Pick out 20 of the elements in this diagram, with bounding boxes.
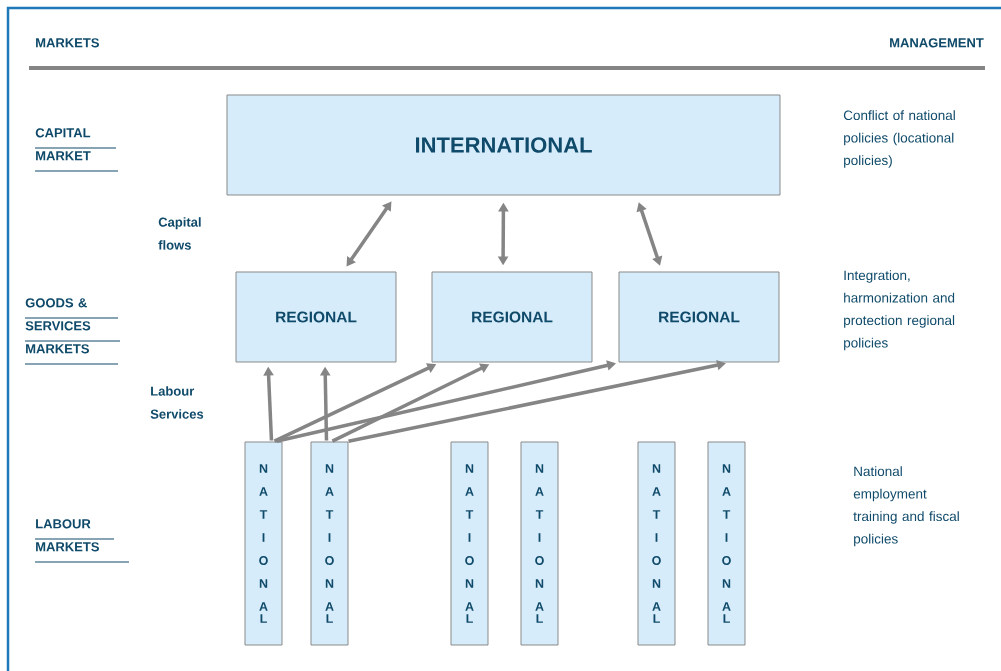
- section-label: LABOUR MARKETS: [34, 519, 130, 563]
- national-box: NATIONAL: [450, 441, 489, 646]
- section-label: CAPITAL MARKET: [34, 128, 119, 172]
- international-box: INTERNATIONAL: [226, 94, 781, 196]
- policy-note: Conflict of national policies (locational policies): [843, 110, 955, 168]
- flow-label: Labour Services: [150, 386, 204, 419]
- column-heading: MARKETS: [36, 38, 99, 48]
- policy-note: Integration, harmonization and protection regional policies: [844, 270, 955, 351]
- flow-label: Capital flows: [158, 217, 201, 250]
- column-heading: MANAGEMENT: [890, 38, 984, 48]
- national-box: NATIONAL: [637, 441, 676, 646]
- national-box: NATIONAL: [310, 441, 349, 646]
- national-box: NATIONAL: [520, 441, 559, 646]
- regional-box: REGIONAL: [235, 271, 397, 363]
- policy-note: National employment training and fiscal policies: [853, 466, 959, 547]
- regional-box: REGIONAL: [618, 271, 780, 363]
- regional-box: REGIONAL: [431, 271, 593, 363]
- section-label: GOODS & SERVICES MARKETS: [24, 298, 121, 365]
- national-box: NATIONAL: [707, 441, 746, 646]
- national-box: NATIONAL: [244, 441, 283, 646]
